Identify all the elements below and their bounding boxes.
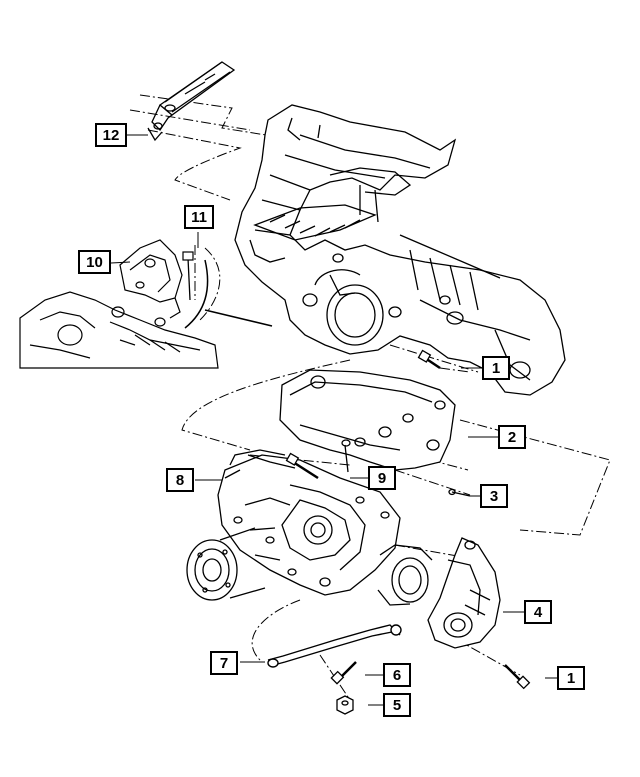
callout-8[interactable]: 8 (166, 468, 194, 492)
stud-part-9 (341, 439, 351, 473)
callout-label: 11 (191, 208, 207, 226)
strut-rod-part (267, 624, 402, 668)
callout-label: 10 (86, 253, 103, 271)
callout-label: 1 (491, 359, 501, 377)
callout-label: 6 (392, 666, 402, 684)
callout-label: 12 (102, 126, 120, 144)
callout-10[interactable]: 10 (78, 250, 111, 274)
bracket-part (147, 61, 236, 142)
callout-label: 3 (489, 487, 499, 505)
transfer-case (186, 449, 433, 606)
inset-detail-view (19, 239, 273, 369)
transmission-housing (234, 104, 566, 396)
leader-lines (110, 134, 557, 706)
callout-2[interactable]: 2 (498, 425, 526, 449)
callout-label: 4 (533, 603, 543, 621)
callout-label: 7 (219, 654, 229, 672)
callout-4[interactable]: 4 (524, 600, 552, 624)
bolt-part-6 (330, 661, 357, 685)
nut-part-5 (336, 695, 354, 715)
callout-label: 5 (392, 696, 402, 714)
callout-12[interactable]: 12 (95, 123, 127, 147)
callout-1-bottom[interactable]: 1 (557, 666, 585, 690)
callout-label: 9 (377, 469, 387, 487)
callout-3[interactable]: 3 (480, 484, 508, 508)
mount-bracket-part (427, 537, 501, 649)
callout-7[interactable]: 7 (210, 651, 238, 675)
callout-label: 8 (175, 471, 185, 489)
heat-shield-part (279, 349, 456, 471)
callout-11[interactable]: 11 (184, 205, 214, 229)
bolt-part-3 (448, 488, 471, 497)
bolt-part-1-bottom (504, 664, 531, 690)
callout-9[interactable]: 9 (368, 466, 396, 490)
callout-6[interactable]: 6 (383, 663, 411, 687)
callout-label: 2 (507, 428, 517, 446)
callout-1-top[interactable]: 1 (482, 356, 510, 380)
callout-5[interactable]: 5 (383, 693, 411, 717)
callout-label: 1 (566, 669, 576, 687)
